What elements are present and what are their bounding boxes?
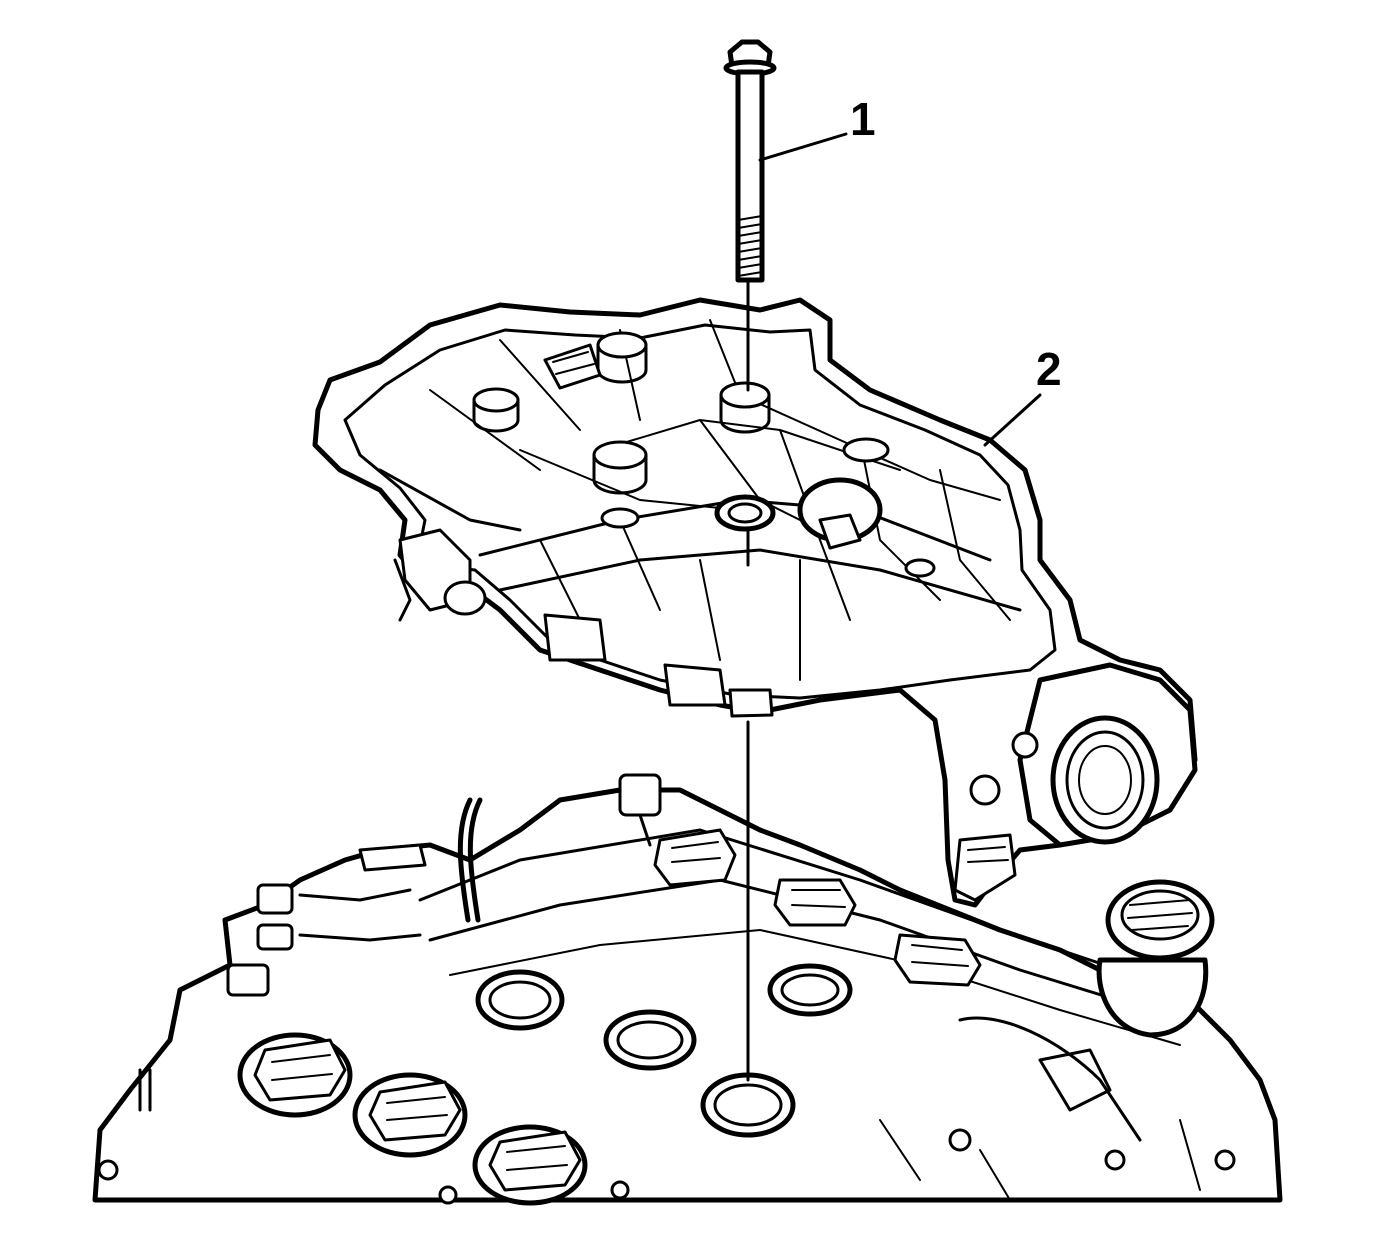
manifold-boss-2: [472, 387, 520, 433]
ignition-coil-lower-3: [472, 1124, 588, 1206]
intake-port-3: [700, 1072, 796, 1138]
manifold-boss-5: [600, 507, 640, 529]
engine-left-fittings: [226, 773, 662, 997]
oil-filler-cap: [1096, 879, 1215, 1038]
engine-assembly: [92, 773, 1283, 1206]
intake-port-2: [603, 1009, 697, 1071]
manifold-boss-3: [719, 381, 771, 434]
callout-1-leader: [758, 132, 848, 162]
manifold-boss-7: [842, 437, 890, 463]
ignition-coil-upper-3: [893, 933, 982, 987]
callout-label-1: 1: [850, 93, 876, 145]
manifold-boss-6: [714, 494, 776, 532]
ignition-coil-upper-2: [773, 878, 857, 927]
throttle-body: [953, 662, 1198, 902]
intake-manifold: [312, 297, 1198, 908]
callout-label-2: 2: [1036, 343, 1062, 395]
bolt: [723, 39, 777, 283]
intake-port-4: [767, 963, 853, 1017]
manifold-connector: [543, 343, 602, 390]
ignition-coil-lower-2: [352, 1072, 468, 1158]
callout-2-leader: [983, 393, 1042, 447]
ignition-coil-upper-1: [653, 828, 737, 887]
manifold-boss-8: [904, 558, 936, 578]
manifold-boss-4: [592, 440, 648, 495]
manifold-sensor: [797, 477, 883, 550]
intake-port-1: [475, 969, 565, 1031]
ignition-coil-lower-1: [237, 1032, 353, 1118]
